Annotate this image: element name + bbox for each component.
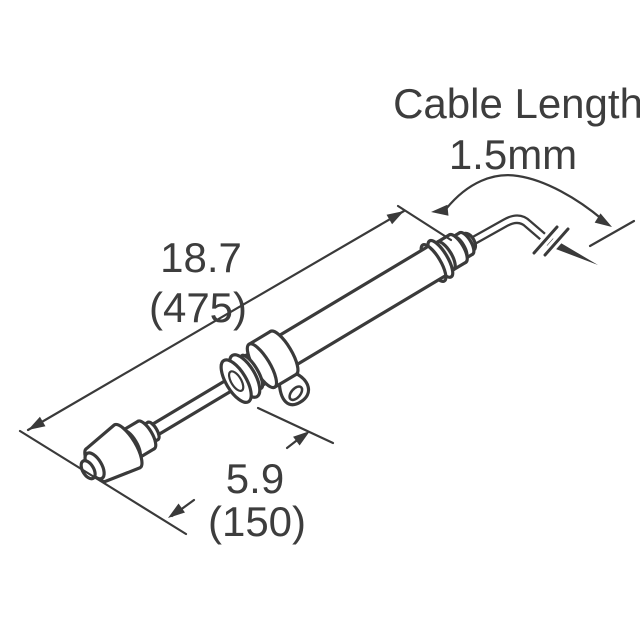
- arrowhead-body-left: [28, 416, 46, 430]
- arrowhead-rod-left: [168, 503, 185, 518]
- cable-core: [453, 216, 551, 254]
- extension-line-body-end: [396, 204, 453, 242]
- cable-break-symbol: [532, 225, 570, 257]
- body-length-inches: 18.7: [160, 234, 242, 281]
- cable-length-value: 1.5mm: [449, 131, 577, 178]
- probe-rod: [143, 373, 242, 441]
- arrowhead-rod-right: [293, 431, 310, 446]
- arrowhead-body-right: [386, 211, 404, 225]
- dimension-line-cable-length: [444, 174, 605, 222]
- extension-line-bracket: [256, 406, 335, 445]
- probe-assembly: [79, 230, 478, 484]
- cable-length-title: Cable Length: [393, 80, 640, 127]
- extension-line-tip: [18, 429, 188, 536]
- extension-line-cable-end: [588, 219, 636, 248]
- cable: [452, 214, 598, 265]
- body-length-mm: (475): [149, 284, 247, 331]
- mounting-hole: [288, 385, 304, 402]
- dimensions: [18, 174, 636, 536]
- annotations: Cable Length 1.5mm 18.7 (475) 5.9 (150): [149, 80, 640, 545]
- arrowhead-cable-left: [431, 204, 449, 216]
- rod-bearing: [219, 353, 262, 404]
- rod-extension-inches: 5.9: [226, 455, 284, 502]
- rod-extension-mm: (150): [208, 498, 306, 545]
- dimension-line-body-length: [26, 209, 406, 432]
- arrowhead-cable-right: [594, 213, 612, 227]
